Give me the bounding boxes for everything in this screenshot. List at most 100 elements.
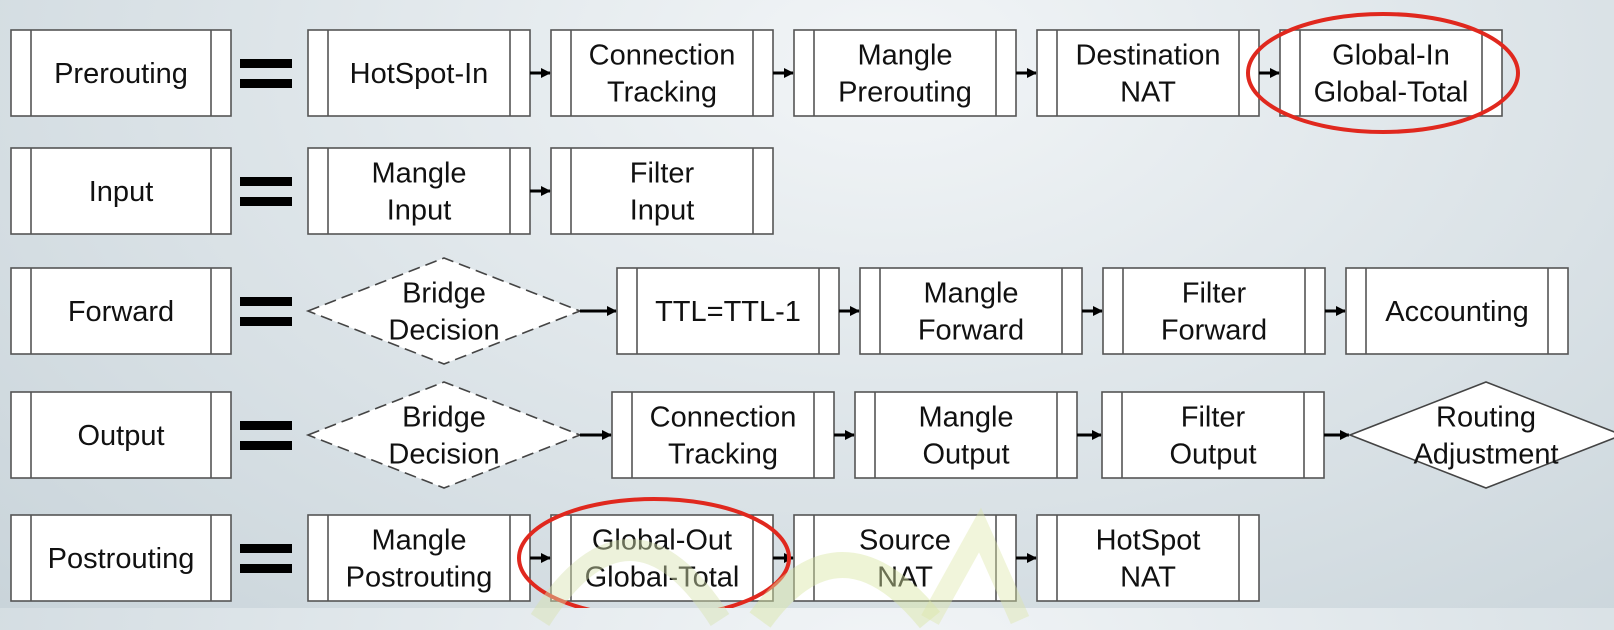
equals-sign [240, 297, 292, 326]
step-output-routing-adjustment-line-0: Routing [1436, 402, 1536, 434]
equals-sign [240, 59, 292, 88]
step-postrouting-source-nat-line-1: NAT [877, 562, 933, 594]
step-prerouting-destination-nat-line-0: Destination [1075, 40, 1220, 72]
chain-label-forward-shape [10, 267, 232, 355]
step-output-routing-adjustment-diamond [1347, 381, 1614, 489]
step-postrouting-mangle-postrouting-line-1: Postrouting [346, 562, 493, 594]
chain-label-input: Input [10, 147, 232, 235]
process-step-forward-accounting: Accounting [1345, 267, 1569, 355]
step-prerouting-global-in-global-total-line-1: Global-Total [1314, 77, 1469, 109]
step-postrouting-hotspot-nat-shape [1036, 514, 1260, 602]
chain-label-text: Output [77, 420, 164, 452]
flow-row-output: OutputBridgeDecisionConnectionTrackingMa… [10, 381, 1614, 489]
chain-label-text: Postrouting [48, 543, 195, 575]
chain-label-output: Output [10, 391, 232, 479]
step-prerouting-global-in-global-total-shape [1279, 29, 1503, 117]
step-prerouting-mangle-prerouting-line-1: Prerouting [838, 77, 972, 109]
step-prerouting-global-in-global-total-line-0: Global-In [1332, 40, 1450, 72]
highlight-circle [1246, 12, 1520, 134]
step-postrouting-global-out-global-total-line-1: Global-Total [585, 562, 740, 594]
step-input-filter-input-shape [550, 147, 774, 235]
step-prerouting-hotspot-in-shape [307, 29, 531, 117]
equals-sign [240, 421, 292, 450]
step-input-filter-input-line-1: Input [630, 195, 695, 227]
highlight-circle [517, 497, 791, 608]
step-forward-bridge-decision-line-1: Decision [388, 315, 499, 347]
chain-label-text: Forward [68, 296, 174, 328]
chain-label-text: Prerouting [54, 58, 188, 90]
step-forward-ttl-ttl-1-shape [616, 267, 840, 355]
step-output-filter-output-shape [1101, 391, 1325, 479]
process-step-forward-ttl-ttl-1: TTL=TTL-1 [616, 267, 840, 355]
step-postrouting-global-out-global-total-shape [550, 514, 774, 602]
chain-label-postrouting: Postrouting [10, 514, 232, 602]
step-output-filter-output-line-0: Filter [1181, 402, 1246, 434]
chain-label-prerouting: Prerouting [10, 29, 232, 117]
step-forward-filter-forward-line-0: Filter [1182, 278, 1247, 310]
step-prerouting-connection-tracking-shape [550, 29, 774, 117]
step-forward-mangle-forward-line-0: Mangle [923, 278, 1018, 310]
step-prerouting-destination-nat-line-1: NAT [1120, 77, 1176, 109]
step-forward-filter-forward-line-1: Forward [1161, 315, 1267, 347]
step-forward-mangle-forward-shape [859, 267, 1083, 355]
step-forward-bridge-decision-diamond [305, 257, 583, 365]
step-prerouting-mangle-prerouting-line-0: Mangle [857, 40, 952, 72]
step-output-mangle-output-shape [854, 391, 1078, 479]
step-output-bridge-decision-line-0: Bridge [402, 402, 486, 434]
process-step-prerouting-hotspot-in: HotSpot-In [307, 29, 531, 117]
flow-row-postrouting: PostroutingManglePostroutingGlobal-OutGl… [10, 497, 1260, 608]
step-output-mangle-output-line-1: Output [922, 439, 1009, 471]
step-postrouting-hotspot-nat-line-1: NAT [1120, 562, 1176, 594]
chain-label-forward: Forward [10, 267, 232, 355]
step-prerouting-hotspot-in-line-0: HotSpot-In [350, 58, 489, 90]
chain-label-text: Input [89, 176, 154, 208]
step-output-bridge-decision-diamond [305, 381, 583, 489]
step-input-mangle-input-line-0: Mangle [371, 158, 466, 190]
step-output-connection-tracking-shape [611, 391, 835, 479]
equals-sign [240, 544, 292, 573]
step-postrouting-source-nat-line-0: Source [859, 525, 951, 557]
step-output-connection-tracking-line-1: Tracking [668, 439, 778, 471]
step-prerouting-connection-tracking-line-1: Tracking [607, 77, 717, 109]
step-output-routing-adjustment-line-1: Adjustment [1413, 439, 1558, 471]
step-forward-bridge-decision-line-0: Bridge [402, 278, 486, 310]
equals-sign [240, 177, 292, 206]
chain-label-prerouting-shape [10, 29, 232, 117]
step-input-filter-input-line-0: Filter [630, 158, 695, 190]
step-prerouting-destination-nat-shape [1036, 29, 1260, 117]
step-prerouting-connection-tracking-line-0: Connection [589, 40, 736, 72]
step-forward-ttl-ttl-1-line-0: TTL=TTL-1 [655, 296, 801, 328]
step-postrouting-global-out-global-total-line-0: Global-Out [592, 525, 732, 557]
step-output-bridge-decision-line-1: Decision [388, 439, 499, 471]
step-output-mangle-output-line-0: Mangle [918, 402, 1013, 434]
step-postrouting-hotspot-nat-line-0: HotSpot [1096, 525, 1201, 557]
step-output-filter-output-line-1: Output [1169, 439, 1256, 471]
step-forward-mangle-forward-line-1: Forward [918, 315, 1024, 347]
step-forward-accounting-shape [1345, 267, 1569, 355]
step-postrouting-mangle-postrouting-shape [307, 514, 531, 602]
step-forward-filter-forward-shape [1102, 267, 1326, 355]
step-output-connection-tracking-line-0: Connection [650, 402, 797, 434]
